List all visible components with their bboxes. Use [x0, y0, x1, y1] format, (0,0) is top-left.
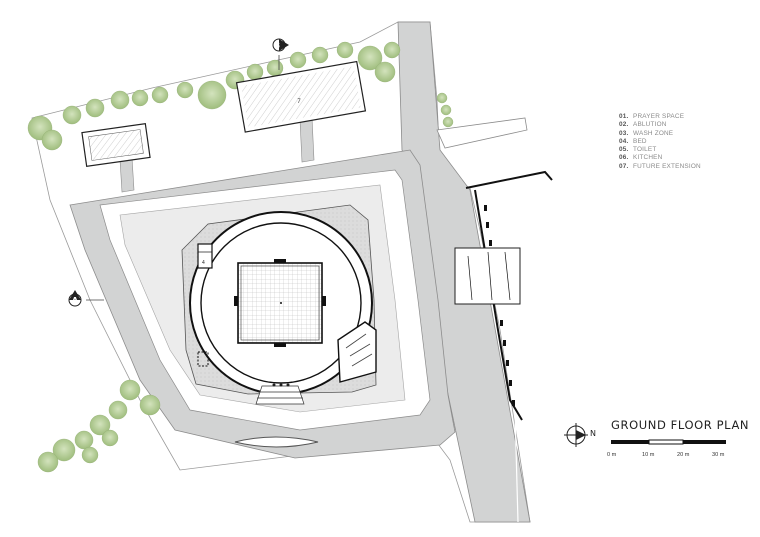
north-label: N: [590, 429, 596, 438]
bottom-path: [234, 436, 319, 448]
legend-num: 05.: [619, 146, 629, 154]
ablution-block: [337, 321, 377, 383]
section-marker-a-label: A: [72, 296, 79, 305]
legend-label: PRAYER SPACE: [633, 113, 685, 120]
legend-item: 03. WASH ZONE: [619, 130, 701, 138]
future-extension-building: [235, 60, 367, 133]
legend-label: KITCHEN: [633, 154, 663, 162]
prayer-hall: [189, 211, 373, 395]
annex-building: [81, 123, 151, 167]
legend-item: 04. BED: [619, 138, 701, 146]
legend-num: 04.: [619, 137, 629, 145]
future-extension-label: 7: [297, 99, 301, 105]
scale-tick-label: 20 m: [677, 452, 690, 458]
section-marker-b: [272, 38, 289, 70]
legend-label: ABLUTION: [633, 121, 667, 129]
section-marker-a: [68, 290, 104, 307]
legend-num: 02.: [619, 121, 629, 129]
legend-item: 07. FUTURE EXTENSION: [619, 163, 701, 171]
legend-label: FUTURE EXTENSION: [633, 162, 701, 170]
entrance-steps: [255, 383, 305, 405]
legend-label: BED: [633, 137, 647, 145]
legend-num: 07.: [619, 162, 629, 170]
stair-box: [197, 351, 209, 367]
legend-label: WASH ZONE: [633, 129, 674, 137]
legend-item: 06. KITCHEN: [619, 154, 701, 162]
legend-item: 02. ABLUTION: [619, 121, 701, 129]
legend: 01. PRAYER SPACE 02. ABLUTION 03. WASH ZONE…: [619, 113, 701, 171]
scale-tick-label: 0 m: [607, 452, 617, 458]
legend-num: 01.: [619, 113, 629, 120]
room-4-block: [197, 243, 213, 269]
legend-label: TOILET: [633, 146, 657, 154]
legend-num: 06.: [619, 154, 629, 162]
plan-title: GROUND FLOOR PLAN: [611, 418, 750, 432]
scale-tick-label: 30 m: [712, 452, 725, 458]
tree-line-top: [27, 41, 454, 151]
roadside-structure: [454, 170, 553, 421]
legend-item: 05. TOILET: [619, 146, 701, 154]
roadside-posts: [484, 205, 515, 406]
room-4-label: 4: [202, 260, 205, 266]
scale-bar: [611, 439, 726, 445]
legend-item: 01. PRAYER SPACE: [619, 113, 701, 121]
side-road: [436, 117, 528, 149]
section-marker-b-label: B: [274, 41, 280, 50]
north-arrow: [564, 423, 588, 447]
scale-tick-label: 10 m: [642, 452, 655, 458]
legend-num: 03.: [619, 129, 629, 137]
tree-cluster-bottom-left: [37, 379, 161, 473]
